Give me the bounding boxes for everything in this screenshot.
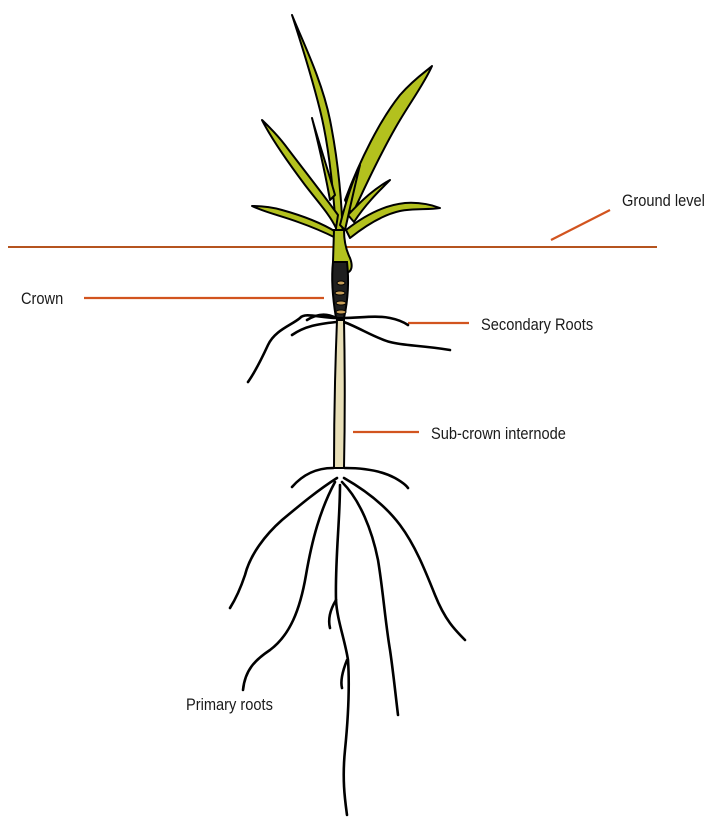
leaves	[252, 15, 440, 242]
primary-roots	[230, 468, 465, 815]
sub-crown-internode	[334, 320, 345, 468]
primary-roots-label: Primary roots	[186, 695, 273, 715]
crown-label: Crown	[21, 289, 63, 309]
secondary-roots-label: Secondary Roots	[481, 315, 593, 335]
ground-level-label: Ground level	[622, 191, 705, 211]
secondary-roots	[248, 315, 450, 382]
sub-crown-internode-label: Sub-crown internode	[431, 424, 566, 444]
ground-level-leader	[551, 210, 610, 240]
